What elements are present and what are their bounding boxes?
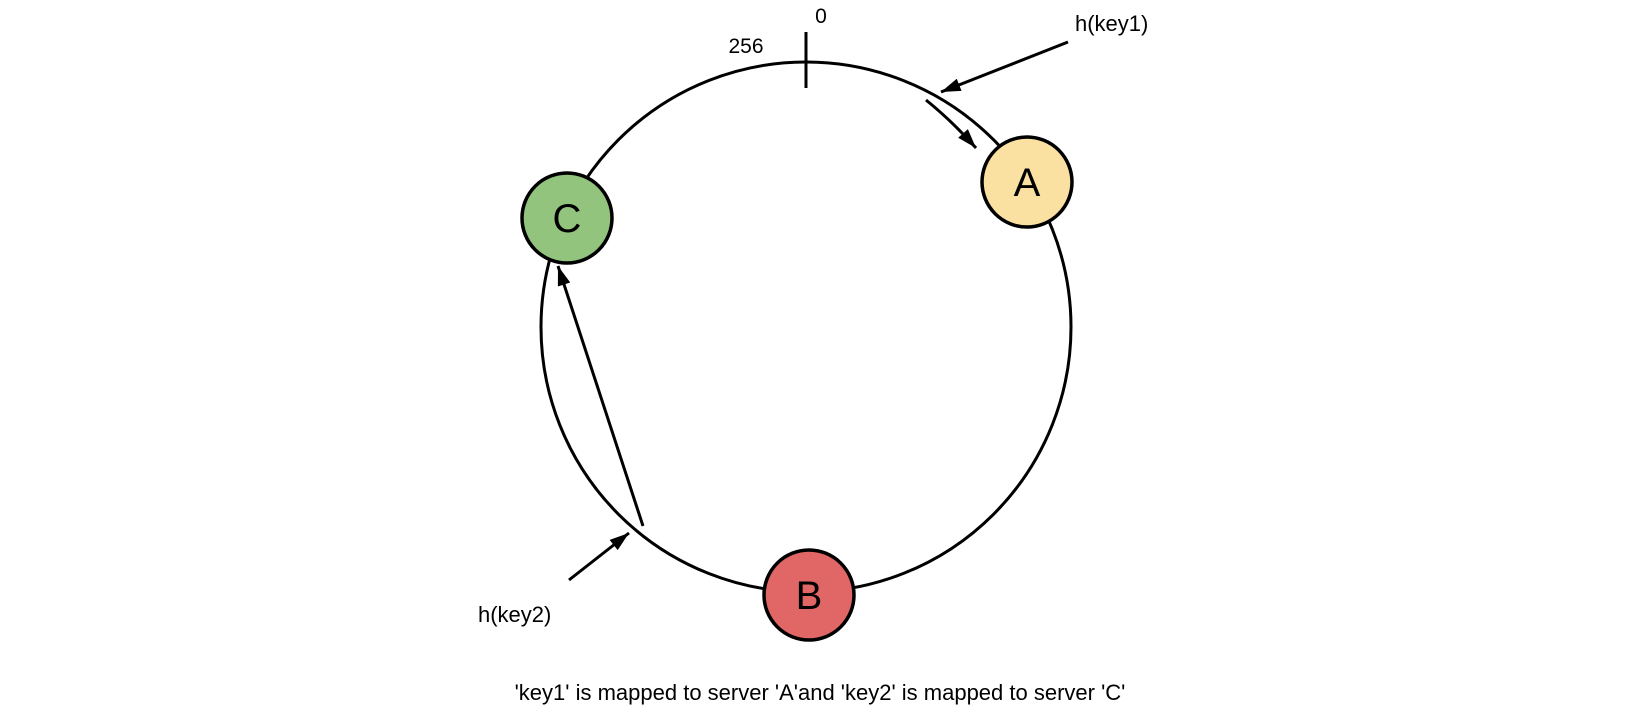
server-node-b-circle [762,548,856,642]
caption: 'key1' is mapped to server 'A'and 'key2'… [515,680,1126,705]
ring-max-label: 256 [728,35,763,58]
hkey2-arrow [568,531,630,582]
server-node-a: A [980,135,1074,229]
hash-ring-circle [539,60,1073,594]
server-node-c: C [520,171,614,265]
server-node-c-circle [520,171,614,265]
server-node-a-circle [980,135,1074,229]
server-node-c-label: C [553,197,582,241]
server-node-b-label: B [796,574,823,618]
key2-to-c-arrow [556,265,645,527]
hkey1-label: h(key1) [1075,11,1148,36]
ring-origin-label: 0 [815,5,827,28]
hkey1-arrow [940,40,1069,94]
server-node-a-label: A [1014,161,1041,205]
hkey2-label: h(key2) [478,602,551,627]
server-node-b: B [762,548,856,642]
clockwise-walk-arrow [925,98,978,149]
